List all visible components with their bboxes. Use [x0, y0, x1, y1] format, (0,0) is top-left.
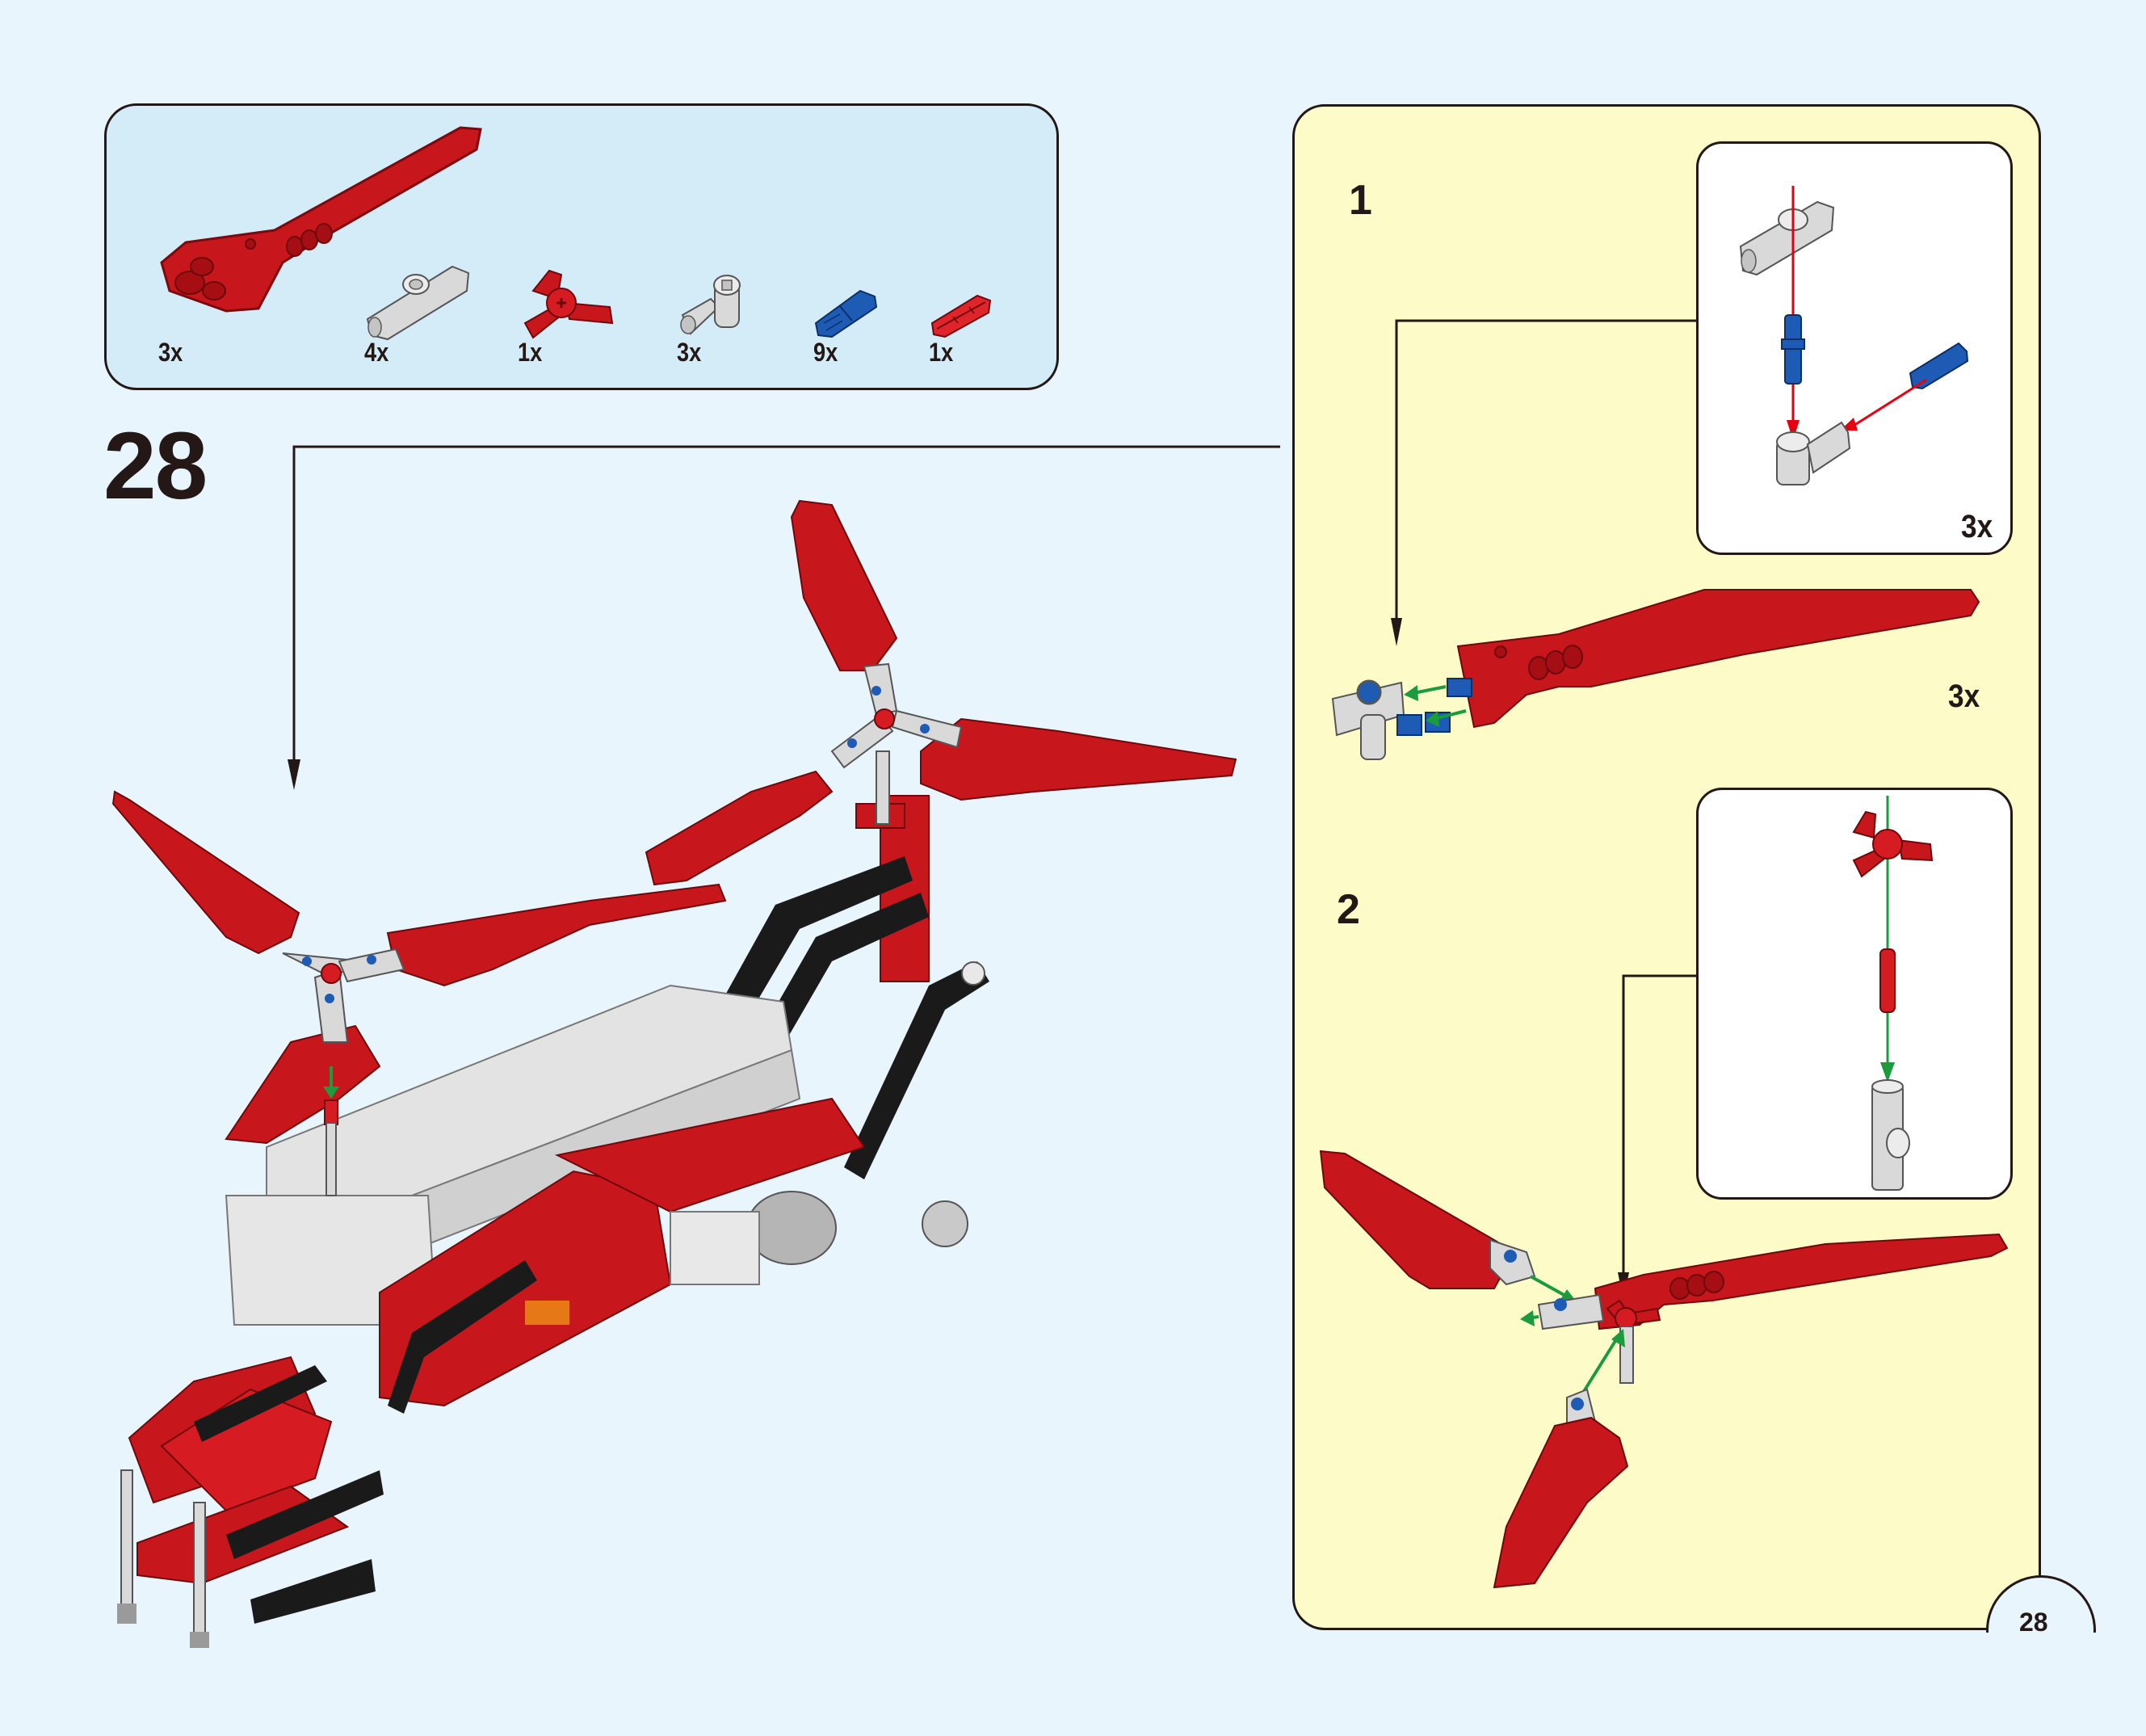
substep-2-assembly-illustration: [1319, 1150, 2009, 1589]
part-axle-pin-blue-icon: [814, 289, 878, 338]
substep-1-label: 1: [1349, 177, 1372, 224]
substep-2-label: 2: [1337, 886, 1360, 933]
part-angle-connector-icon: [366, 265, 470, 341]
substep-1-assembly-qty: 3x: [1948, 679, 1980, 714]
part-qty-perpendicular-connector: 3x: [677, 338, 702, 367]
substep-1-callout-qty: 3x: [1961, 509, 1993, 544]
substep-2-callout-box: [1696, 788, 2013, 1200]
rear-rotor: [645, 499, 1237, 886]
part-qty-axle-2: 1x: [929, 338, 954, 367]
part-perpendicular-connector-icon: [680, 275, 741, 335]
part-three-way-hub-icon: [523, 269, 614, 339]
page-number: 28: [2019, 1608, 2048, 1637]
part-axle-2-red-icon: [930, 294, 992, 338]
front-rotor: [111, 790, 727, 1145]
front-rotor-green-arrow: [323, 1066, 339, 1196]
panel-notch-cover-bottom: [1971, 1633, 2146, 1736]
substep-1-callout-illustration: [1739, 186, 1969, 485]
fuselage-black-beams: [194, 1260, 537, 1624]
part-rotor-blade-icon: [160, 126, 482, 313]
part-qty-angle-connector: 4x: [364, 338, 389, 367]
part-qty-axle-pin: 9x: [813, 338, 838, 367]
landing-gear: [117, 1469, 209, 1648]
part-qty-three-way-hub: 1x: [518, 338, 543, 367]
substep-1-assembly-illustration: [1331, 589, 1980, 760]
motor-assembly: [525, 1191, 968, 1325]
step-number: 28: [103, 413, 208, 519]
helicopter-model-illustration: [111, 499, 1237, 1648]
substep-2-callout-illustration: [1852, 796, 1934, 1191]
part-qty-rotor-blade: 3x: [158, 338, 183, 367]
